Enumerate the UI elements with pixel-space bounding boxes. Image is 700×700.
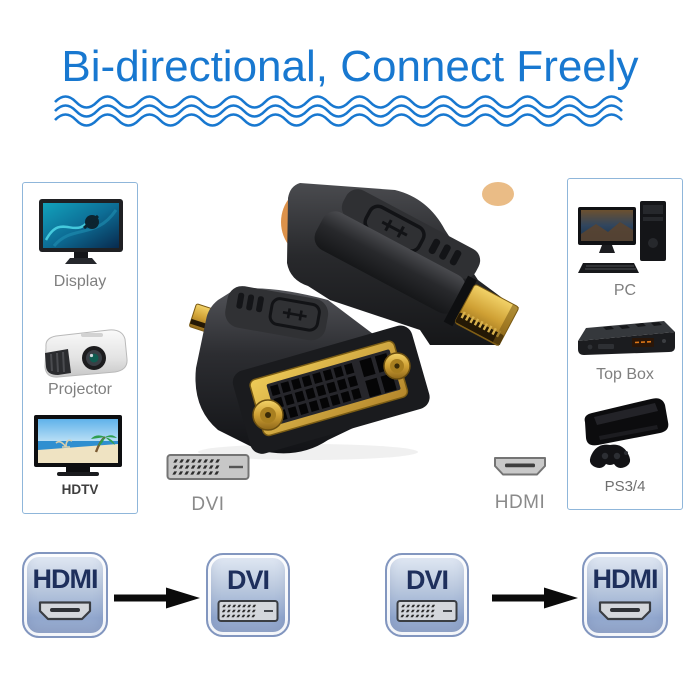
- dvi-port-icon: [396, 600, 458, 622]
- right-device-panel: PC Top Box PS3/4: [567, 178, 683, 510]
- hdmi-port-icon: [38, 601, 92, 621]
- page-title: Bi-directional, Connect Freely: [61, 42, 639, 91]
- display-icon: [39, 199, 123, 264]
- hdmi-hint-label: HDMI: [494, 492, 546, 513]
- arrow-right-icon: [114, 587, 200, 609]
- hdtv-icon: [34, 415, 122, 476]
- flow2-target-label: HDMI: [592, 564, 659, 594]
- flow1-source-label: HDMI: [32, 564, 99, 594]
- hdmi-connector-hint: HDMI: [482, 453, 558, 514]
- flow2-target-hdmi: HDMI: [582, 552, 668, 638]
- hdtv-label: HDTV: [61, 482, 99, 497]
- adapter-product-photo: [189, 182, 520, 460]
- projector-label: Projector: [47, 381, 113, 398]
- hdmi-port-icon: [598, 601, 652, 621]
- projector-icon: [44, 329, 128, 378]
- left-device-panel: Display Projector: [22, 182, 138, 514]
- ps34-label: PS3/4: [604, 478, 646, 495]
- set-top-box-icon: [578, 321, 675, 355]
- arrow-right-icon: [492, 587, 578, 609]
- game-console-icon: [584, 398, 669, 468]
- adapter-front: [189, 286, 430, 454]
- adapter-back: [287, 183, 520, 347]
- dvi-port-icon: [217, 600, 279, 622]
- flow1-target-label: DVI: [226, 565, 270, 595]
- dvi-connector-hint: DVI: [160, 451, 256, 516]
- hdmi-plug-icon: [494, 457, 546, 476]
- dvi-hint-label: DVI: [191, 494, 225, 515]
- pc-label: PC: [613, 282, 637, 299]
- display-label: Display: [53, 273, 107, 290]
- flow1-source-hdmi: HDMI: [22, 552, 108, 638]
- flow1-target-dvi: DVI: [206, 553, 290, 637]
- top-box-label: Top Box: [596, 366, 654, 383]
- dvi-plug-icon: [166, 454, 250, 480]
- desktop-pc-icon: [578, 201, 666, 273]
- flow2-source-dvi: DVI: [385, 553, 469, 637]
- wave-divider: [54, 95, 624, 127]
- flow2-source-label: DVI: [405, 565, 449, 595]
